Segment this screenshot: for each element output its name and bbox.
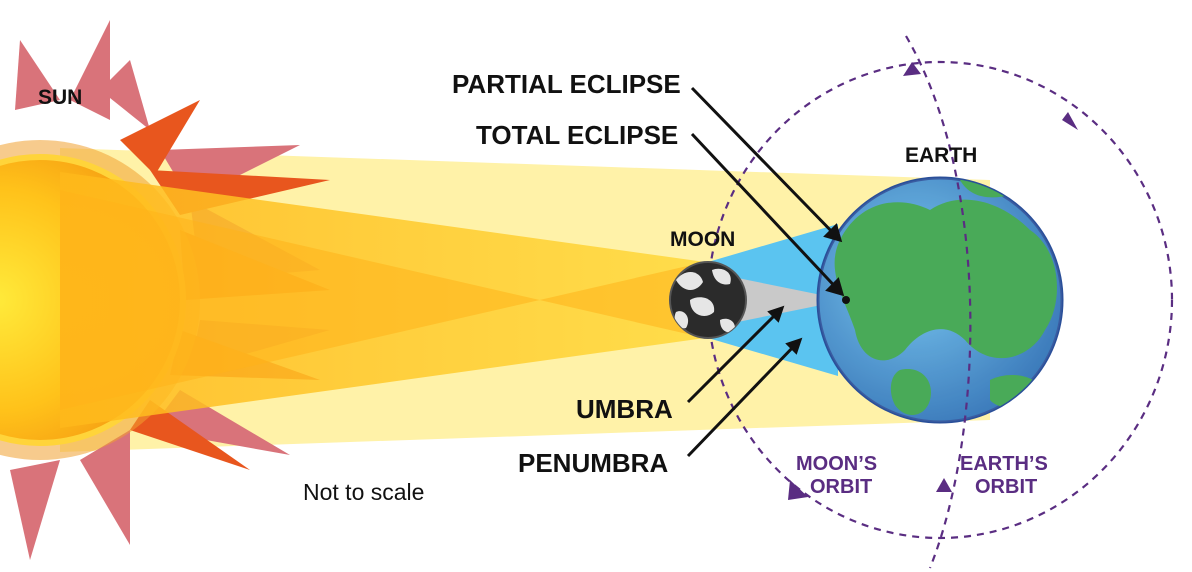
earth-label: EARTH: [905, 144, 977, 167]
earth-orbit-arrow-bottom: [936, 478, 952, 492]
umbra-label: UMBRA: [576, 394, 673, 424]
umbra-pointer: [686, 310, 780, 404]
earths-orbit-label-line1: EARTH’S: [960, 453, 1048, 475]
moon-orbit: [706, 60, 1174, 540]
total-eclipse-label: TOTAL ECLIPSE: [476, 120, 678, 150]
penumbra-beam: [60, 190, 705, 410]
sun-label: SUN: [38, 86, 82, 109]
moon-label: MOON: [670, 228, 735, 251]
moons-orbit-label-line2: ORBIT: [810, 476, 872, 498]
moons-orbit-label-line1: MOON’S: [796, 453, 877, 475]
penumbra-label: PENUMBRA: [518, 448, 668, 478]
penumbra-pointer: [686, 342, 798, 458]
partial-eclipse-label: PARTIAL ECLIPSE: [452, 69, 681, 99]
moon-icon: [669, 261, 747, 339]
moon-orbit-arrow-right: [1062, 112, 1078, 130]
earth-orbit-arrow-top: [903, 62, 921, 76]
not-to-scale-note: Not to scale: [303, 479, 424, 505]
total-eclipse-point: [842, 296, 850, 304]
earth-icon: [816, 176, 1064, 424]
total-eclipse-pointer: [690, 132, 844, 296]
partial-eclipse-pointer: [690, 86, 842, 242]
earths-orbit-label-line2: ORBIT: [975, 476, 1037, 498]
moon-orbit-arrow: [788, 480, 808, 500]
earth-orbit: [905, 35, 972, 569]
